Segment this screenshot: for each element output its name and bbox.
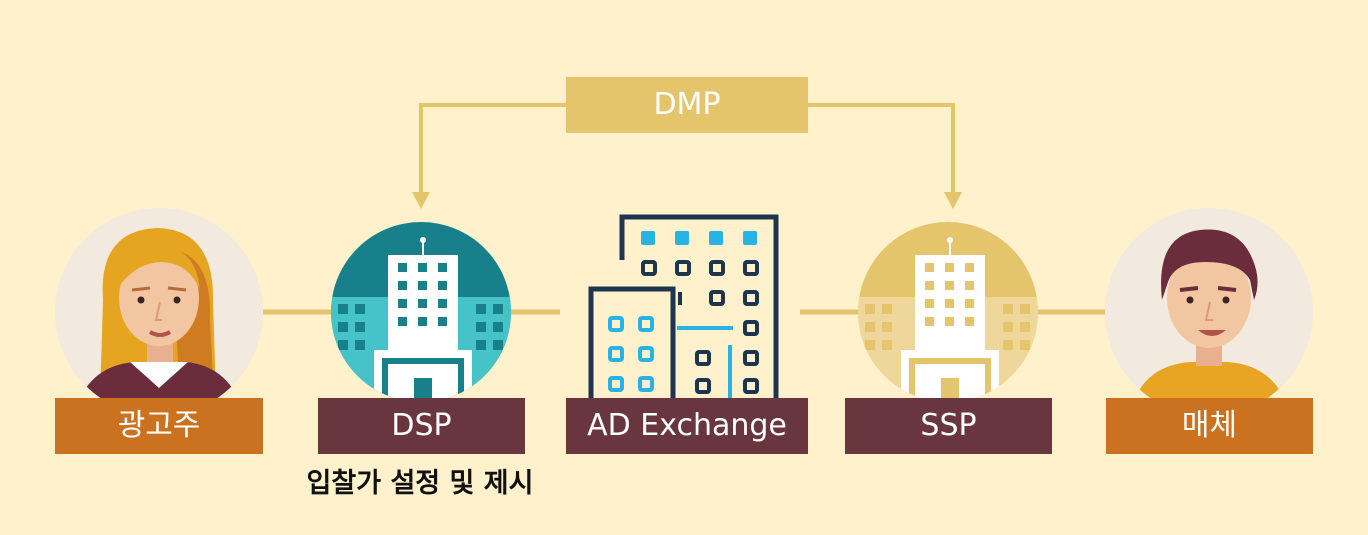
dsp-caption: 입찰가 설정 및 제시 [306,468,534,499]
dsp-building-teal-icon [331,222,511,402]
dmp-to-ssp-arrow [808,103,962,209]
advertiser-woman-avatar-icon [55,208,263,416]
ssp-building-gold-icon [858,222,1038,402]
ad-exchange-label: AD Exchange [566,398,808,454]
dmp-to-dsp-arrow [412,103,566,209]
dsp-label: DSP [318,398,525,454]
ssp-label: SSP [845,398,1052,454]
publisher-man-avatar-icon [1105,208,1313,416]
dmp-box: DMP [566,77,808,133]
advertiser-label: 광고주 [55,398,263,454]
publisher-label: 매체 [1106,398,1313,454]
ad-exchange-buildings-icon [560,210,800,400]
